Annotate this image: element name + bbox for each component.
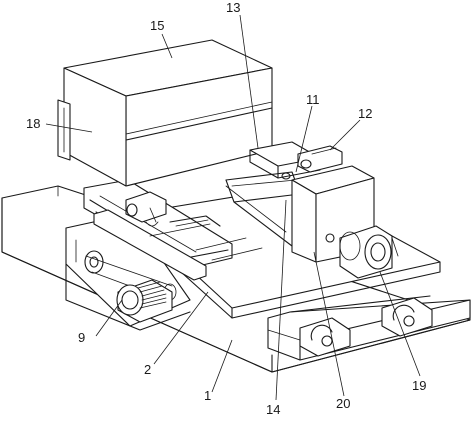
label-1: 1 [204,388,211,403]
plate-opening [169,215,221,227]
side-cylinder [339,225,399,279]
label-18: 18 [26,116,40,131]
label-13: 13 [226,0,240,15]
rail-notch-right [381,297,433,337]
label-11: 11 [306,92,320,107]
label-14: 14 [266,402,280,417]
base-guide-rails [267,295,471,361]
label-15: 15 [150,18,164,33]
rail-clamp [125,191,167,227]
motor [116,279,173,323]
label-2: 2 [144,362,151,377]
label-20: 20 [336,396,350,411]
top-knob [297,145,343,173]
leader-lines [45,14,421,401]
slide-rail-assembly [83,179,263,281]
label-19: 19 [412,378,426,393]
belt-drive [84,250,177,301]
top-hopper [57,39,273,187]
label-9: 9 [78,330,85,345]
callout-labels: 15 18 13 11 12 9 2 1 14 20 19 [26,0,426,417]
label-12: 12 [358,106,372,121]
